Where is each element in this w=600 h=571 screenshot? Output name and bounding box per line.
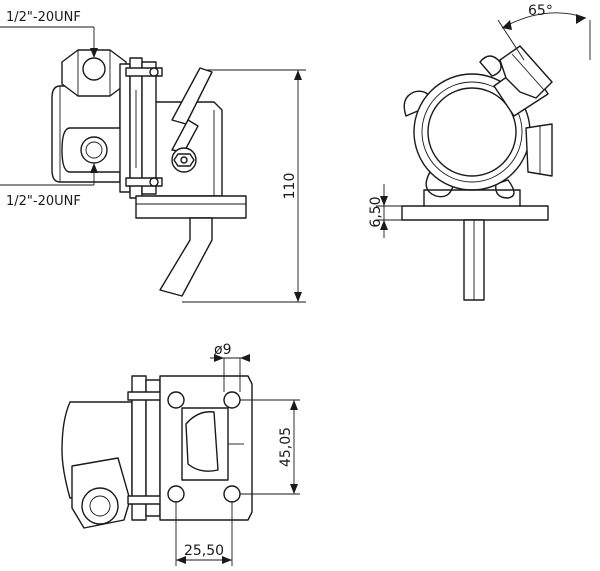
middle-fitting [61, 127, 125, 173]
angle-dimension-text: 65° [528, 3, 553, 19]
height-dimension-text: 110 [282, 173, 298, 200]
angle-dimension: 65° [497, 3, 591, 61]
thread-top-text: 1/2"-20UNF [6, 10, 81, 25]
lever [171, 67, 213, 173]
hole-spacing-horizontal: 25,50 [175, 502, 233, 566]
hole-dimension-text: ø9 [214, 342, 231, 358]
side-view [51, 49, 247, 297]
hole-spacing-vertical: 45,05 [240, 399, 300, 495]
thread-label-bottom: 1/2"-20UNF [0, 163, 98, 209]
height-dimension: 110 [182, 69, 306, 303]
hole-spacing-horizontal-text: 25,50 [184, 543, 224, 559]
hole-dimension: ø9 [210, 342, 250, 392]
thread-label-top: 1/2"-20UNF [0, 10, 98, 58]
angled-fitting [493, 45, 553, 177]
bottom-fitting [71, 457, 131, 529]
flange-dimension-text: 6,50 [368, 196, 384, 227]
flange-dimension: 6,50 [368, 184, 406, 238]
thread-bottom-text: 1/2"-20UNF [6, 194, 81, 209]
hole-spacing-vertical-text: 45,05 [278, 427, 294, 467]
front-view [401, 45, 553, 301]
top-view [61, 375, 253, 529]
